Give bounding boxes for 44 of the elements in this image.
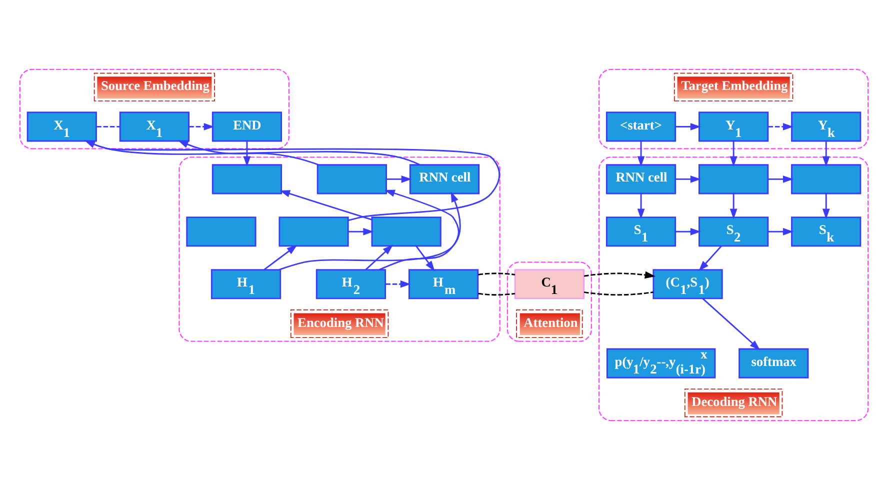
connector bbox=[478, 272, 516, 296]
arrow bbox=[348, 228, 374, 236]
arrow bbox=[637, 194, 645, 220]
node-box: RNN cell bbox=[606, 164, 676, 194]
arrow bbox=[730, 141, 738, 167]
node-box: RNN cell bbox=[409, 164, 480, 194]
arrow bbox=[822, 141, 830, 167]
node-box bbox=[212, 164, 282, 194]
arrow bbox=[378, 190, 460, 270]
arrow bbox=[768, 123, 794, 130]
node-box: softmax bbox=[738, 348, 809, 378]
arrow bbox=[386, 175, 412, 183]
arrow bbox=[768, 175, 794, 183]
connector bbox=[96, 126, 120, 128]
node-box bbox=[278, 216, 349, 247]
node-box bbox=[371, 216, 442, 247]
arrow bbox=[280, 190, 372, 220]
node-box: <start> bbox=[606, 112, 676, 142]
arrow bbox=[365, 244, 394, 270]
arrow bbox=[278, 192, 461, 270]
arrow bbox=[416, 246, 435, 272]
node-box: END bbox=[212, 112, 282, 142]
arrow bbox=[676, 228, 701, 236]
arrow bbox=[84, 140, 500, 222]
arrow bbox=[698, 246, 722, 272]
node-box bbox=[698, 164, 769, 194]
arrow bbox=[386, 280, 411, 288]
connector bbox=[584, 291, 654, 296]
arrow bbox=[676, 123, 701, 130]
arrow bbox=[243, 141, 251, 167]
arrow bbox=[84, 140, 420, 166]
arrow bbox=[189, 123, 214, 130]
node-box bbox=[791, 164, 862, 194]
arrow bbox=[676, 175, 701, 183]
arrow bbox=[702, 298, 760, 350]
arrow bbox=[768, 228, 794, 236]
arrow bbox=[178, 140, 319, 166]
arrow bbox=[264, 244, 298, 270]
node-box bbox=[186, 216, 256, 247]
arrow bbox=[822, 194, 830, 220]
arrow bbox=[584, 271, 656, 279]
arrow bbox=[637, 141, 645, 167]
node-box bbox=[316, 164, 387, 194]
arrow bbox=[730, 194, 738, 220]
